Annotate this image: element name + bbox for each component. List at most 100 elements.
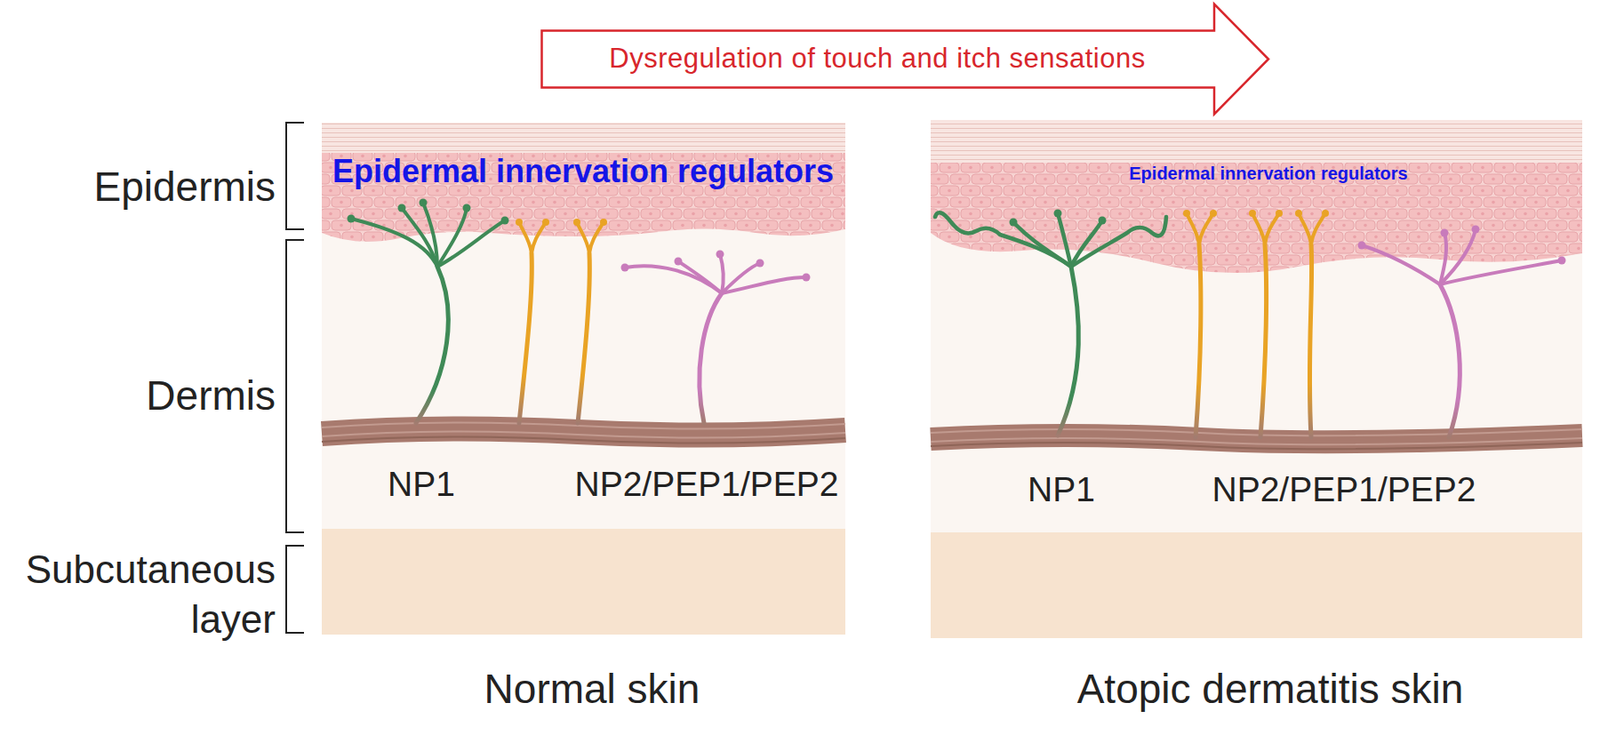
atopic-skin-panel xyxy=(930,120,1583,163)
peptidergic-nerve xyxy=(1183,209,1329,217)
nerve-bundle xyxy=(321,422,846,443)
np2-nerve xyxy=(802,273,811,282)
neuron-label: NP1 xyxy=(387,464,456,505)
peptidergic-nerve xyxy=(1321,209,1329,217)
np2-nerve xyxy=(1358,225,1567,439)
peptidergic-nerve xyxy=(573,218,581,226)
peptidergic-nerve xyxy=(519,222,604,254)
atopic-skin-panel xyxy=(930,120,1583,533)
nerve-bundle xyxy=(930,442,1583,449)
normal-skin-panel xyxy=(321,528,846,635)
panel-caption: Atopic dermatitis skin xyxy=(1077,665,1464,713)
peptidergic-nerve xyxy=(515,218,608,424)
peptidergic-nerve xyxy=(1295,209,1303,217)
normal-skin-panel xyxy=(321,122,846,635)
np1-nerve xyxy=(1071,216,1167,267)
regulator-label: Epidermal innervation regulators xyxy=(332,152,834,190)
peptidergic-nerve xyxy=(1298,213,1312,245)
atopic-skin-panel xyxy=(930,532,1583,639)
np1-nerve xyxy=(1009,218,1018,227)
np1-nerve xyxy=(419,199,428,208)
np1-nerve xyxy=(1054,209,1063,218)
panel-caption: Normal skin xyxy=(484,665,701,713)
np1-nerve xyxy=(1009,209,1107,227)
peptidergic-nerve xyxy=(1309,244,1312,438)
peptidergic-nerve xyxy=(542,218,550,226)
nerve-bundle xyxy=(321,422,846,429)
peptidergic-nerve xyxy=(515,218,608,226)
layer-label: Subcutaneous layer xyxy=(8,544,276,645)
np1-nerve xyxy=(347,215,356,224)
np1-nerve xyxy=(351,202,505,267)
np2-nerve xyxy=(1361,245,1440,285)
np2-nerve xyxy=(1440,284,1460,438)
np2-nerve xyxy=(1361,229,1562,285)
np1-nerve xyxy=(416,266,448,424)
np2-nerve xyxy=(716,250,725,259)
np1-nerve xyxy=(1098,216,1107,225)
np2-nerve xyxy=(756,259,765,268)
np2-nerve xyxy=(674,257,683,266)
np1-nerve xyxy=(501,216,510,225)
layer-bracket xyxy=(286,122,304,230)
peptidergic-nerve xyxy=(1260,244,1267,438)
np1-nerve xyxy=(351,218,438,267)
np2-nerve xyxy=(678,261,722,294)
np2-nerve xyxy=(1472,225,1480,234)
layer-label: Epidermis xyxy=(93,163,276,211)
peptidergic-nerve xyxy=(1248,209,1256,217)
peptidergic-nerve xyxy=(519,253,532,424)
nerve-bundle xyxy=(321,436,846,443)
peptidergic-nerve xyxy=(1183,209,1191,217)
np2-nerve xyxy=(1358,225,1567,265)
np1-nerve xyxy=(1071,220,1103,267)
np1-nerve xyxy=(463,204,472,213)
np2-nerve xyxy=(721,277,807,294)
np2-nerve xyxy=(699,293,722,424)
nerve-bundle xyxy=(930,429,1583,449)
np1-nerve xyxy=(423,202,438,267)
np1-nerve xyxy=(401,208,438,267)
peptidergic-nerve xyxy=(577,253,590,424)
np2-nerve xyxy=(1440,229,1449,238)
peptidergic-nerve xyxy=(1199,213,1214,245)
atopic-skin-panel xyxy=(930,120,1583,273)
arrow-text: Dysregulation of touch and itch sensatio… xyxy=(540,30,1215,88)
np2-nerve xyxy=(621,264,630,272)
peptidergic-nerve xyxy=(1311,213,1326,245)
peptidergic-nerve xyxy=(531,222,546,254)
peptidergic-nerve xyxy=(1264,213,1280,245)
layer-label: Dermis xyxy=(145,372,276,420)
normal-skin-panel xyxy=(321,122,846,529)
layer-bracket xyxy=(286,122,304,633)
np1-nerve xyxy=(935,212,1167,267)
np2-nerve xyxy=(1558,256,1567,265)
peptidergic-nerve xyxy=(1183,209,1329,438)
np1-nerve xyxy=(1057,266,1079,436)
neuron-label: NP1 xyxy=(1027,470,1096,511)
peptidergic-nerve xyxy=(515,218,523,226)
peptidergic-nerve xyxy=(576,222,590,254)
peptidergic-nerve xyxy=(1252,213,1265,245)
layer-bracket xyxy=(286,545,304,633)
peptidergic-nerve xyxy=(1186,213,1200,245)
peptidergic-nerve xyxy=(589,222,604,254)
peptidergic-nerve xyxy=(1275,209,1283,217)
atopic-skin-panel xyxy=(930,120,1583,639)
np1-nerve xyxy=(398,204,407,213)
np1-nerve xyxy=(437,220,505,267)
neuron-label: NP2/PEP1/PEP2 xyxy=(1212,470,1477,511)
np2-nerve xyxy=(621,250,811,282)
neuron-label: NP2/PEP1/PEP2 xyxy=(575,464,840,505)
np1-nerve xyxy=(1057,213,1072,267)
peptidergic-nerve xyxy=(600,218,608,226)
np1-nerve xyxy=(347,199,510,424)
nerve-bundle xyxy=(930,429,1583,436)
layer-bracket xyxy=(286,240,304,533)
peptidergic-nerve xyxy=(1186,213,1326,245)
normal-skin-panel xyxy=(321,122,846,242)
np2-nerve xyxy=(624,254,807,294)
peptidergic-nerve xyxy=(1209,209,1217,217)
